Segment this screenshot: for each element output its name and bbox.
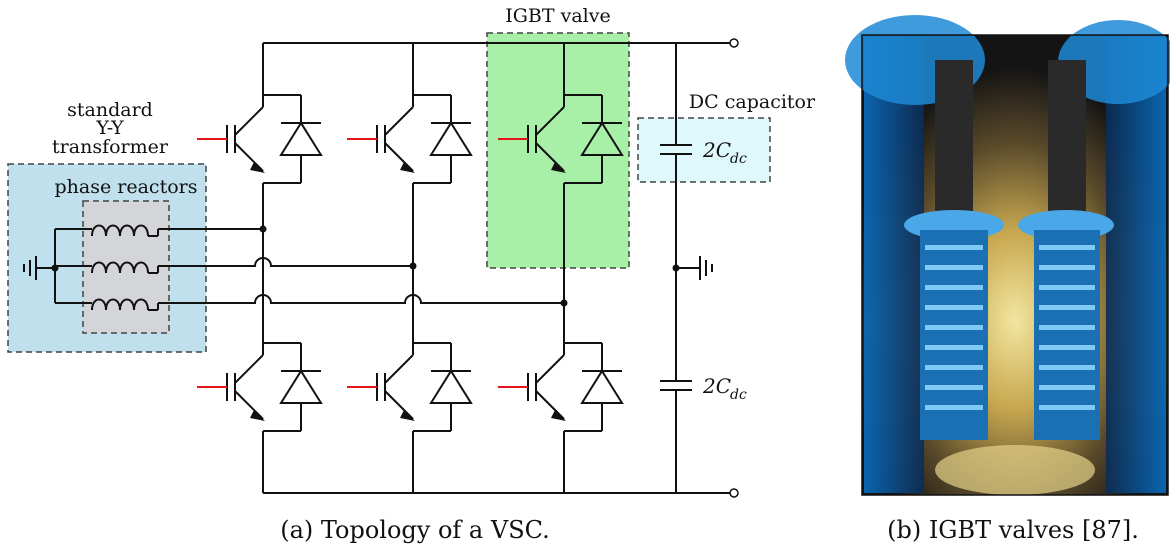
phase-reactor-box	[82, 200, 170, 334]
transformer-label-line2: Y-Y	[95, 117, 124, 139]
phase-reactor-coils	[36, 224, 159, 311]
cap-bottom-value: 2C	[702, 374, 731, 398]
ac-phase-wires	[158, 225, 568, 307]
dc-terminal-top	[729, 38, 739, 48]
igbt-lower-3	[497, 342, 623, 432]
dc-capacitors	[660, 43, 700, 493]
dc-ground-icon	[699, 255, 713, 281]
phase-reactors-label: phase reactors	[55, 176, 198, 198]
cap-top-value: 2C	[702, 138, 731, 162]
cap-bottom-subscript: dc	[730, 387, 747, 403]
dc-capacitor-label: DC capacitor	[689, 91, 816, 113]
dc-terminal-bottom	[729, 488, 739, 498]
caption-a: (a) Topology of a VSC.	[280, 516, 550, 544]
igbt-lower-2	[346, 342, 472, 432]
igbt-upper-2	[346, 94, 472, 184]
caption-b: (b) IGBT valves [87].	[887, 516, 1139, 544]
igbt-valve-box	[486, 32, 630, 269]
igbt-valves-photo	[845, 15, 1170, 496]
igbt-upper-1	[196, 94, 322, 184]
transformer-label-line1: standard	[67, 99, 153, 121]
transformer-label-line3: transformer	[52, 136, 169, 158]
igbt-lower-1	[196, 342, 322, 432]
cap-top-subscript: dc	[730, 151, 747, 167]
igbt-valve-label: IGBT valve	[505, 5, 610, 27]
dc-capacitor-box	[637, 117, 771, 183]
